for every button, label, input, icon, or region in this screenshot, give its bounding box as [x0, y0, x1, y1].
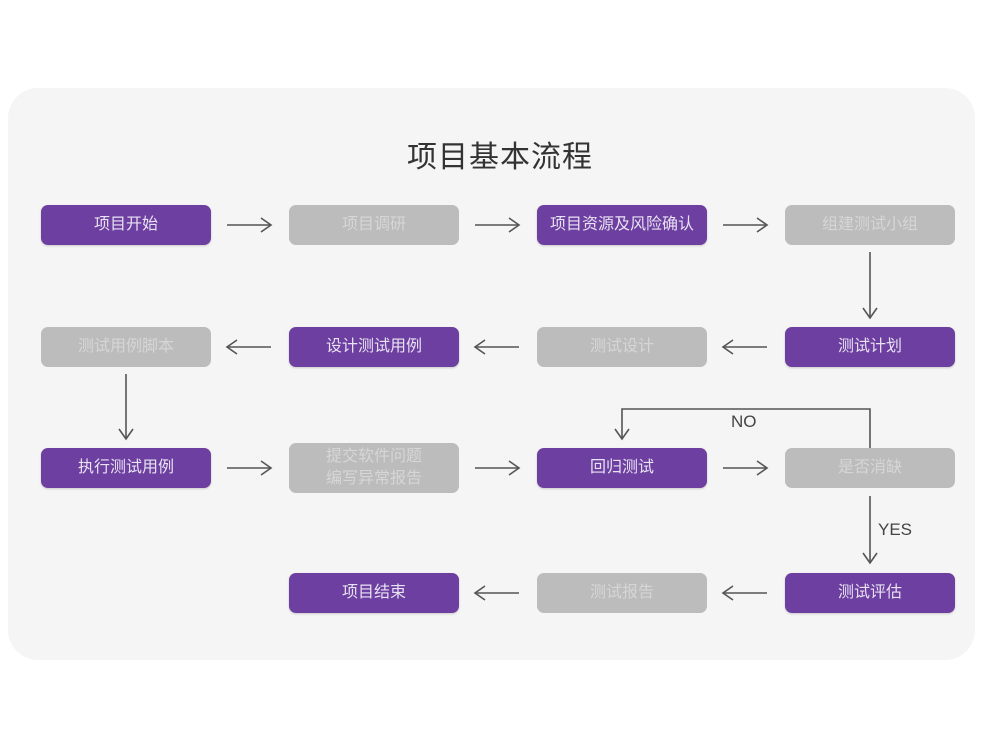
- flow-node-n7[interactable]: 测试设计: [537, 327, 707, 367]
- flow-node-label: 项目调研: [341, 216, 406, 234]
- flow-node-label: 回归测试: [589, 459, 654, 477]
- flow-node-label: 测试计划: [837, 338, 902, 356]
- flow-node-label: 项目资源及风险确认: [549, 216, 694, 234]
- flow-node-label: 组建测试小组: [821, 216, 918, 234]
- flow-node-n11[interactable]: 回归测试: [537, 448, 707, 488]
- flow-node-n15[interactable]: 测试评估: [785, 573, 955, 613]
- flow-node-label: 项目结束: [341, 584, 406, 602]
- flow-node-n3[interactable]: 项目资源及风险确认: [537, 205, 707, 245]
- flow-node-label: 提交软件问题编写异常报告: [325, 448, 422, 487]
- edge-label-lbl-no: NO: [731, 412, 757, 431]
- flow-node-n9[interactable]: 执行测试用例: [41, 448, 211, 488]
- edge-label-lbl-yes: YES: [878, 520, 913, 539]
- flow-node-label: 测试评估: [837, 584, 902, 602]
- flow-node-label: 测试用例脚本: [77, 338, 174, 356]
- flow-node-label: 项目开始: [93, 216, 158, 234]
- flow-node-n6[interactable]: 设计测试用例: [289, 327, 459, 367]
- page-title: 项目基本流程: [407, 141, 593, 174]
- flow-node-label: 设计测试用例: [325, 338, 422, 356]
- flow-node-n10[interactable]: 提交软件问题编写异常报告: [289, 443, 459, 493]
- flow-node-n12[interactable]: 是否消缺: [785, 448, 955, 488]
- flow-node-n1[interactable]: 项目开始: [41, 205, 211, 245]
- flow-node-n14[interactable]: 测试报告: [537, 573, 707, 613]
- flow-node-label: 测试设计: [589, 338, 654, 356]
- flow-node-n5[interactable]: 测试用例脚本: [41, 327, 211, 367]
- flow-node-label: 是否消缺: [837, 459, 902, 477]
- flow-node-label: 执行测试用例: [77, 459, 174, 477]
- flow-node-label: 测试报告: [589, 584, 654, 602]
- flow-node-n2[interactable]: 项目调研: [289, 205, 459, 245]
- flow-node-n8[interactable]: 测试计划: [785, 327, 955, 367]
- flowchart-panel: [8, 88, 975, 660]
- flow-node-n4[interactable]: 组建测试小组: [785, 205, 955, 245]
- flow-node-n13[interactable]: 项目结束: [289, 573, 459, 613]
